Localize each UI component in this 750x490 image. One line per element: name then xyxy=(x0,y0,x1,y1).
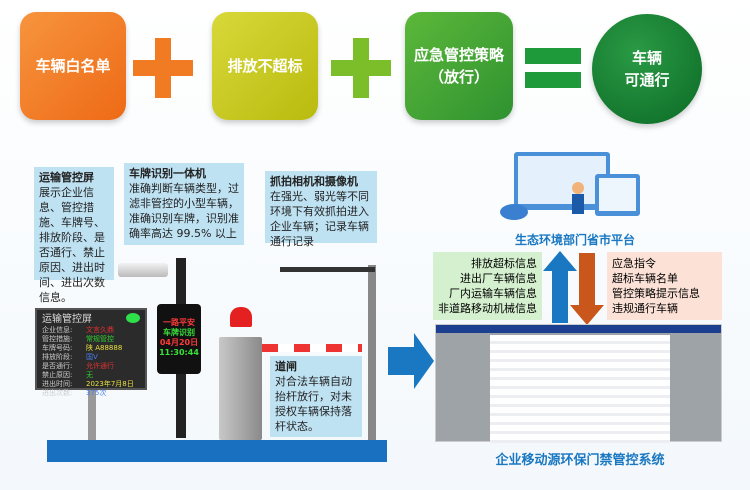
tile-label: 可通行 xyxy=(624,71,670,89)
callout-screen: 运输管控屏 展示企业信息、管控措施、车牌号、排放阶段、是否通行、禁止原因、进出时… xyxy=(34,167,114,304)
display-line: 11:30:44 xyxy=(159,348,199,357)
system-screenshot xyxy=(435,324,722,443)
emergency-tile: 应急管控策略 （放行） xyxy=(405,12,513,120)
platform-devices-icon xyxy=(500,152,640,220)
info-item: 排放超标信息 xyxy=(471,257,537,270)
info-item: 违规通行车辆 xyxy=(612,302,678,315)
plus-icon xyxy=(133,38,193,98)
plus-icon xyxy=(331,38,391,98)
plate-recognition-display: 一路平安 车牌识别 04月20日 11:30:44 xyxy=(157,304,201,374)
callout-title: 运输管控屏 xyxy=(39,171,94,184)
system-caption: 企业移动源环保门禁管控系统 xyxy=(495,453,665,468)
row-label: 是否通行: xyxy=(42,362,73,370)
callout-camera: 抓拍相机和摄像机 在强光、弱光等不同环境下有效抓拍进入企业车辆；记录车辆通行记录 xyxy=(265,171,377,248)
info-item: 非道路移动机械信息 xyxy=(438,302,537,315)
info-item: 进出厂车辆信息 xyxy=(460,272,537,285)
callout-plate: 车牌识别一体机 准确判断车辆类型，过滤非管控的小型车辆，准确识别车牌，识别准确率… xyxy=(124,163,244,245)
tile-label: 车辆白名单 xyxy=(35,57,111,75)
callout-title: 车牌识别一体机 xyxy=(129,167,206,180)
screen-pole xyxy=(88,390,96,442)
tile-label: 车辆 xyxy=(631,49,662,67)
camera-pole xyxy=(368,265,376,440)
arrow-right-icon xyxy=(388,333,434,389)
screen-row: 企业信息: 文言久鼎 xyxy=(42,326,140,335)
emission-tile: 排放不超标 xyxy=(212,12,318,120)
barrier-gate xyxy=(219,337,262,440)
row-label: 管控措施: xyxy=(42,335,73,343)
equals-icon xyxy=(525,72,581,88)
screen-title: 运输管控屏 xyxy=(42,314,92,325)
info-item: 管控策略提示信息 xyxy=(612,287,700,300)
callout-title: 道闸 xyxy=(275,360,297,373)
row-label: 车牌号码: xyxy=(42,344,73,352)
info-item: 超标车辆名单 xyxy=(612,272,678,285)
callout-gate: 道闸 对合法车辆自动抬杆放行，对未授权车辆保持落杆状态。 xyxy=(270,356,362,437)
callout-title: 抓拍相机和摄像机 xyxy=(270,175,358,188)
platform-title: 生态环境部门省市平台 xyxy=(514,233,635,247)
row-label: 排放阶段: xyxy=(42,353,73,361)
row-value: 无 xyxy=(86,371,93,379)
alarm-light-icon xyxy=(230,307,252,327)
row-value: 陕 A88888 xyxy=(86,344,123,352)
display-line: 车牌识别 xyxy=(163,328,195,337)
camera-arm xyxy=(280,267,375,272)
callout-text: 对合法车辆自动抬杆放行，对未授权车辆保持落杆状态。 xyxy=(275,375,352,433)
row-label: 进出时间: xyxy=(42,380,73,388)
arrow-down-icon xyxy=(570,253,604,325)
equals-icon xyxy=(525,48,581,64)
screen-row: 管控措施: 常规管控 xyxy=(42,335,140,344)
whitelist-tile: 车辆白名单 xyxy=(20,12,126,120)
ground-base xyxy=(47,440,387,462)
info-item: 应急指令 xyxy=(612,257,656,270)
status-light-icon xyxy=(126,313,140,323)
screen-row: 是否通行: 允许通行 xyxy=(42,362,140,371)
display-line: 一路平安 xyxy=(163,318,195,327)
row-label: 企业信息: xyxy=(42,326,73,334)
row-value: 允许通行 xyxy=(86,362,114,370)
info-item: 厂内运输车辆信息 xyxy=(449,287,537,300)
row-label: 禁止原因: xyxy=(42,371,73,379)
row-value: 文言久鼎 xyxy=(86,326,114,334)
screen-row: 排放阶段: 国V xyxy=(42,353,140,362)
display-line: 04月20日 xyxy=(159,338,199,347)
system-header xyxy=(436,325,721,333)
screen-row: 进出次数: 375次 xyxy=(42,389,140,398)
upload-info-panel: 排放超标信息进出厂车辆信息厂内运输车辆信息非道路移动机械信息 xyxy=(433,252,542,320)
arrow-up-icon xyxy=(543,251,577,323)
tile-label: 排放不超标 xyxy=(227,57,303,75)
row-value: 2023年7月8日 xyxy=(86,380,134,388)
tile-label: 应急管控策略 xyxy=(413,46,504,64)
row-label: 进出次数: xyxy=(42,389,73,397)
result-circle: 车辆可通行 xyxy=(592,14,702,124)
callout-text: 展示企业信息、管控措施、车牌号、排放阶段、是否通行、禁止原因、进出时间、进出次数… xyxy=(39,186,105,304)
row-value: 375次 xyxy=(86,389,107,397)
system-modal xyxy=(490,335,670,443)
screen-row: 禁止原因: 无 xyxy=(42,371,140,380)
barrier-arm xyxy=(262,344,362,352)
screen-row: 车牌号码: 陕 A88888 xyxy=(42,344,140,353)
camera-icon xyxy=(118,263,168,277)
callout-text: 准确判断车辆类型，过滤非管控的小型车辆，准确识别车牌，识别准确率高达 99.5%… xyxy=(129,182,239,240)
tile-label: （放行） xyxy=(428,68,489,86)
download-info-panel: 应急指令超标车辆名单管控策略提示信息违规通行车辆 xyxy=(607,252,722,320)
callout-text: 在强光、弱光等不同环境下有效抓拍进入企业车辆；记录车辆通行记录 xyxy=(270,190,369,248)
row-value: 国V xyxy=(86,353,98,361)
screen-row: 进出时间: 2023年7月8日 xyxy=(42,380,140,389)
row-value: 常规管控 xyxy=(86,335,114,343)
